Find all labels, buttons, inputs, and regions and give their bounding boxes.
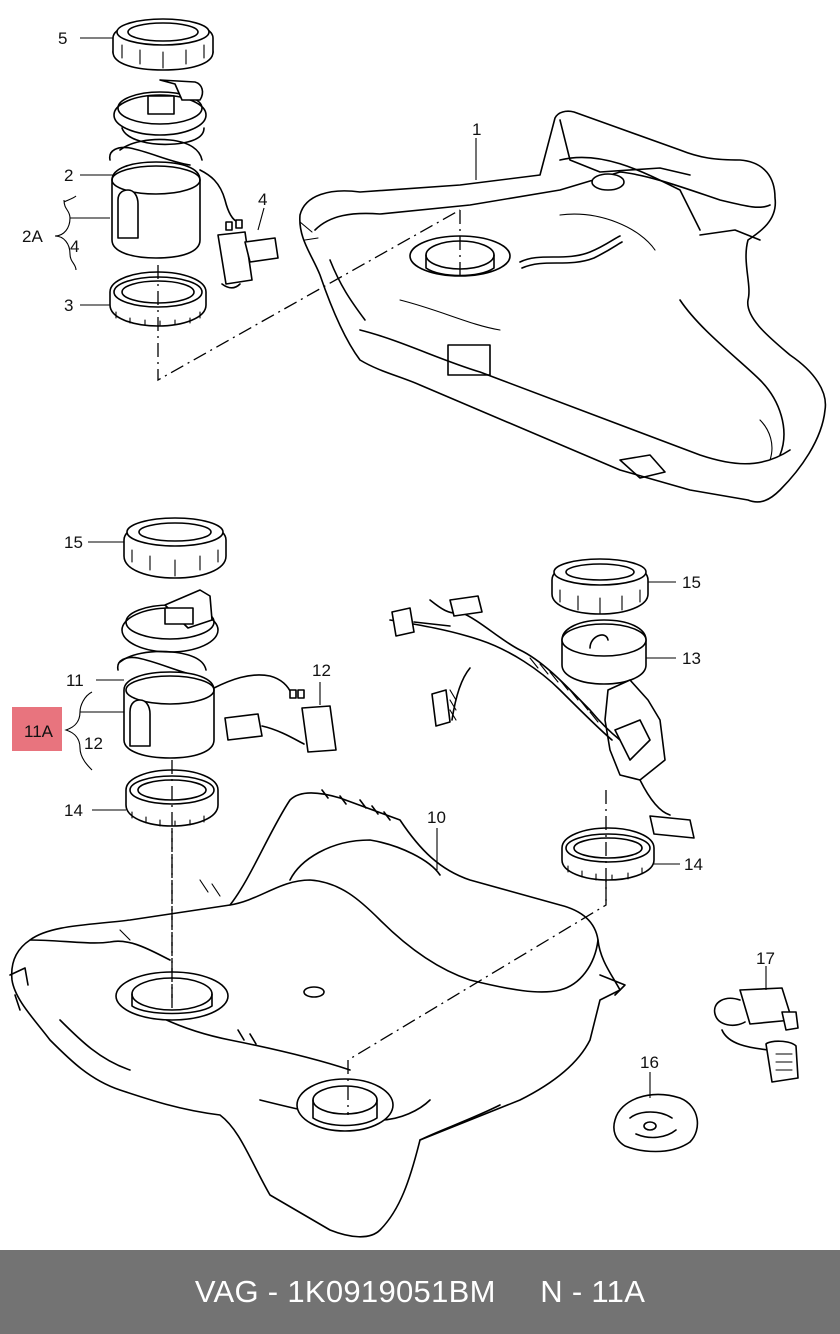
wiring-harness-17 — [713, 987, 799, 1083]
callout-12-group: 12 — [84, 734, 103, 753]
callout-14-left: 14 — [64, 801, 83, 820]
fuel-pump-unit-2 — [108, 79, 243, 259]
part-number-caption: VAG - 1K0919051BM N - 11A — [194, 1274, 646, 1309]
callout-2a: 2A — [22, 227, 43, 246]
callout-4-sender: 4 — [258, 190, 267, 209]
locking-ring-5 — [112, 18, 214, 71]
fuel-pump-unit-11 — [116, 589, 305, 759]
callout-1: 1 — [472, 120, 481, 139]
callout-5: 5 — [58, 29, 67, 48]
locking-ring-15-right — [551, 558, 649, 615]
leader-lines — [54, 37, 767, 1098]
callout-13: 13 — [682, 649, 701, 668]
callout-12-sender: 12 — [312, 661, 331, 680]
level-sender-4 — [217, 231, 279, 289]
level-sender-12 — [224, 705, 337, 753]
callout-4-group: 4 — [70, 237, 79, 256]
assembly-lines — [157, 209, 607, 1115]
highlight-box-11a — [12, 707, 62, 751]
callout-10: 10 — [427, 808, 446, 827]
fuel-tank-10 — [9, 789, 626, 1238]
diagram-canvas: 5 1 2 4 2A 4 3 15 15 13 12 11 11A 12 14 … — [9, 18, 827, 1238]
callout-11: 11 — [66, 671, 84, 690]
fuel-tank-1 — [299, 110, 827, 503]
locking-ring-15-left — [123, 517, 227, 579]
bracket-16 — [613, 1093, 699, 1153]
exploded-parts-diagram: 5 1 2 4 2A 4 3 15 15 13 12 11 11A 12 14 … — [9, 18, 827, 1238]
callout-14-right: 14 — [684, 855, 703, 874]
callout-3: 3 — [64, 296, 73, 315]
callout-16: 16 — [640, 1053, 659, 1072]
callout-17: 17 — [756, 949, 775, 968]
seal-ring-14-right — [561, 827, 655, 881]
callout-2: 2 — [64, 166, 73, 185]
callout-15-right: 15 — [682, 573, 701, 592]
callout-15-left: 15 — [64, 533, 83, 552]
suction-jet-pump-13 — [389, 595, 695, 839]
callout-labels: 5 1 2 4 2A 4 3 15 15 13 12 11 11A 12 14 … — [22, 29, 775, 1072]
footer-bar: VAG - 1K0919051BM N - 11A — [0, 1250, 840, 1334]
callout-11a: 11A — [24, 722, 54, 741]
